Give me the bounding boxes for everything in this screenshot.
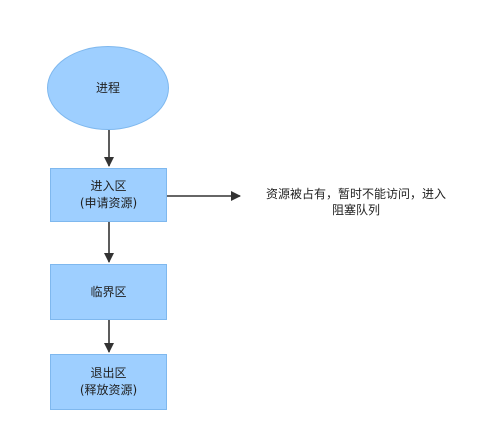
entry-section-subtitle: (申请资源) (79, 196, 138, 210)
blocked-queue-note: 资源被占有，暂时不能访问，进入 阻塞队列 (244, 186, 468, 218)
entry-section-title: 进入区 (90, 179, 127, 193)
blocked-queue-note-line1: 资源被占有，暂时不能访问，进入 (265, 187, 446, 201)
entry-section-node: 进入区 (申请资源) (50, 168, 167, 222)
exit-section-title: 退出区 (90, 366, 127, 380)
critical-section-label: 临界区 (90, 284, 127, 299)
critical-section-node: 临界区 (50, 264, 167, 320)
blocked-queue-note-line2: 阻塞队列 (331, 203, 380, 217)
process-node-label: 进程 (95, 80, 120, 95)
process-node: 进程 (47, 46, 169, 130)
exit-section-subtitle: (释放资源) (79, 383, 138, 397)
exit-section-node: 退出区 (释放资源) (50, 354, 167, 410)
